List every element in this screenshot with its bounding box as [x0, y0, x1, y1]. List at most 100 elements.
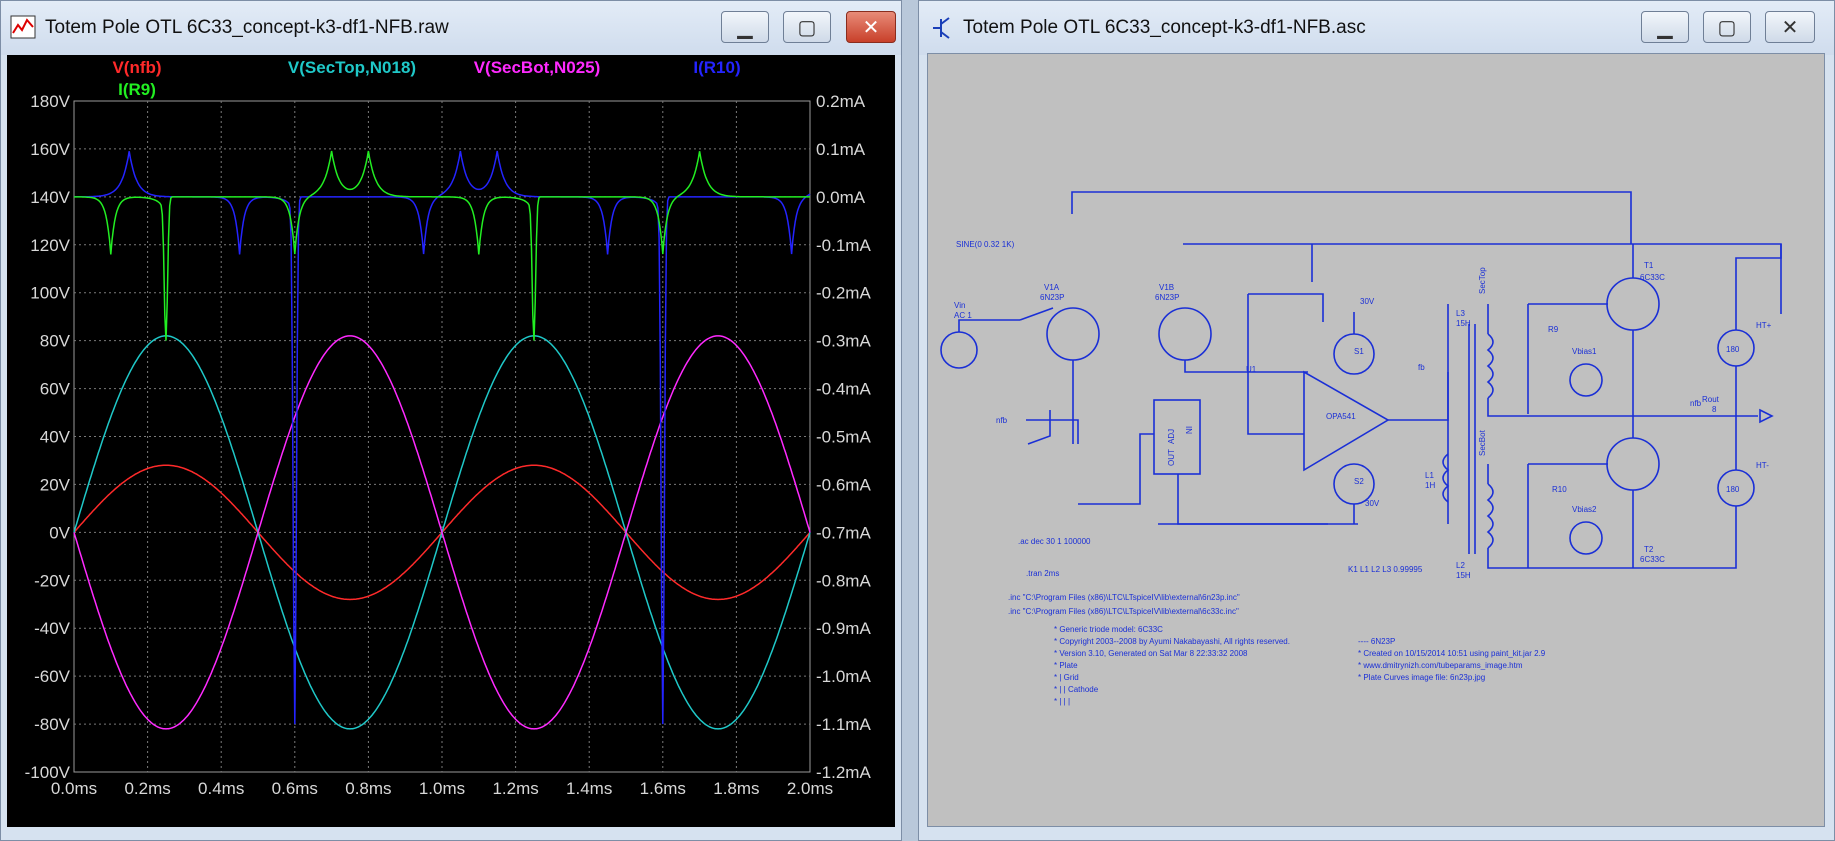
- schematic-label: .tran 2ms: [1026, 569, 1059, 578]
- legend-entry: I(R10): [693, 58, 740, 77]
- x-tick-label: 1.4ms: [566, 779, 612, 798]
- schematic-label: IN: [1184, 426, 1193, 434]
- schematic-label: * Plate: [1054, 661, 1078, 670]
- chart-grid: [73, 100, 811, 773]
- schematic-label: R10: [1552, 485, 1567, 494]
- right-tick-label: -0.4mA: [816, 380, 871, 399]
- schematic-label: .ac dec 30 1 100000: [1018, 537, 1091, 546]
- left-tick-label: -100V: [25, 763, 71, 782]
- schematic-label: * | | Cathode: [1054, 685, 1099, 694]
- schematic-label: 6C33C: [1640, 273, 1665, 282]
- schematic-label: SecBot: [1478, 429, 1487, 456]
- right-tick-label: 0.0mA: [816, 188, 866, 207]
- right-tick-label: 0.2mA: [816, 92, 866, 111]
- schematic-label: L2: [1456, 561, 1465, 570]
- legend-entry: I(R9): [118, 80, 156, 99]
- schematic-label: ADJ: [1167, 429, 1176, 444]
- schematic-label: Vin: [954, 301, 965, 310]
- left-tick-label: 0V: [49, 523, 70, 542]
- x-tick-label: 0.4ms: [198, 779, 244, 798]
- schematic-titlebar[interactable]: Totem Pole OTL 6C33_concept-k3-df1-NFB.a…: [919, 1, 1834, 55]
- left-tick-label: -80V: [34, 715, 71, 734]
- schematic-label: ---- 6N23P: [1358, 637, 1395, 646]
- left-tick-label: 40V: [40, 428, 71, 447]
- plot-window-title: Totem Pole OTL 6C33_concept-k3-df1-NFB.r…: [45, 17, 449, 38]
- schematic-label: * Copyright 2003--2008 by Ayumi Nakabaya…: [1054, 637, 1290, 646]
- schematic-label: L3: [1456, 309, 1465, 318]
- plot-close-button[interactable]: ✕: [846, 11, 896, 43]
- x-tick-label: 0.6ms: [272, 779, 318, 798]
- schematic-label: S1: [1354, 347, 1364, 356]
- schematic-label: * | | |: [1054, 697, 1070, 706]
- schematic-label: fb: [1418, 363, 1425, 372]
- schematic-label: 1H: [1425, 481, 1435, 490]
- schematic-canvas[interactable]: SINE(0 0.32 1K) Vin AC 1 V1A 6N23P V1B 6…: [927, 53, 1825, 827]
- x-tick-label: 0.2ms: [124, 779, 170, 798]
- left-tick-label: 80V: [40, 332, 71, 351]
- right-tick-label: -1.2mA: [816, 763, 871, 782]
- schematic-label: R9: [1548, 325, 1559, 334]
- plot-maximize-button[interactable]: ▢: [783, 11, 831, 43]
- schematic-label: 30V: [1360, 297, 1375, 306]
- schematic-label: 6N23P: [1155, 293, 1179, 302]
- schematic-label: * Created on 10/15/2014 10:51 using pain…: [1358, 649, 1546, 658]
- x-tick-label: 1.8ms: [713, 779, 759, 798]
- chart-legend: V(nfb)V(SecTop,N018)V(SecBot,N025)I(R10)…: [112, 58, 740, 99]
- schematic-label: * Generic triode model: 6C33C: [1054, 625, 1163, 634]
- schematic-label: V1B: [1159, 283, 1174, 292]
- schematic-label: SINE(0 0.32 1K): [956, 240, 1015, 249]
- waveform-icon: [10, 15, 36, 39]
- schematic-label: OUT: [1167, 449, 1176, 466]
- right-tick-label: -1.1mA: [816, 715, 871, 734]
- schematic-label: HT-: [1756, 461, 1769, 470]
- schematic-maximize-button[interactable]: ▢: [1703, 11, 1751, 43]
- left-tick-label: -40V: [34, 619, 71, 638]
- schematic-label: Rout: [1702, 395, 1720, 404]
- left-tick-label: 100V: [30, 284, 70, 303]
- left-tick-label: 60V: [40, 380, 71, 399]
- schematic-drawing[interactable]: SINE(0 0.32 1K) Vin AC 1 V1A 6N23P V1B 6…: [928, 54, 1824, 826]
- right-tick-label: -1.0mA: [816, 667, 871, 686]
- legend-entry: V(nfb): [112, 58, 161, 77]
- schematic-label: 6C33C: [1640, 555, 1665, 564]
- schematic-label: K1 L1 L2 L3 0.99995: [1348, 565, 1423, 574]
- schematic-label: .inc "C:\Program Files (x86)\LTC\LTspice…: [1008, 607, 1239, 616]
- x-tick-label: 1.2ms: [492, 779, 538, 798]
- x-tick-label: 0.0ms: [51, 779, 97, 798]
- schematic-label: 8: [1712, 405, 1717, 414]
- schematic-minimize-button[interactable]: ▁: [1641, 11, 1689, 43]
- schematic-label: Vbias2: [1572, 505, 1597, 514]
- schematic-label: Vbias1: [1572, 347, 1597, 356]
- right-tick-label: -0.7mA: [816, 523, 871, 542]
- schematic-label: * Plate Curves image file: 6n23p.jpg: [1358, 673, 1485, 682]
- schematic-label: 180: [1726, 345, 1740, 354]
- trace-i-r9-: [74, 150, 810, 341]
- right-tick-label: -0.8mA: [816, 571, 871, 590]
- right-tick-label: -0.3mA: [816, 332, 871, 351]
- left-tick-label: -60V: [34, 667, 71, 686]
- schematic-label: nfb: [1690, 399, 1702, 408]
- right-tick-label: -0.2mA: [816, 284, 871, 303]
- schematic-label: 15H: [1456, 571, 1471, 580]
- schematic-window: Totem Pole OTL 6C33_concept-k3-df1-NFB.a…: [918, 0, 1835, 841]
- schematic-label: 15H: [1456, 319, 1471, 328]
- left-tick-label: 120V: [30, 236, 70, 255]
- plot-minimize-button[interactable]: ▁: [721, 11, 769, 43]
- legend-entry: V(SecBot,N025): [474, 58, 601, 77]
- x-tick-label: 1.0ms: [419, 779, 465, 798]
- x-tick-label: 1.6ms: [640, 779, 686, 798]
- schematic-label: AC 1: [954, 311, 972, 320]
- left-tick-label: 140V: [30, 188, 70, 207]
- left-tick-label: 20V: [40, 475, 71, 494]
- schematic-label: V1A: [1044, 283, 1060, 292]
- left-tick-label: 160V: [30, 140, 70, 159]
- trace-v-secbot-n025-: [73, 335, 811, 730]
- right-tick-label: 0.1mA: [816, 140, 866, 159]
- schematic-label: * Version 3.10, Generated on Sat Mar 8 2…: [1054, 649, 1248, 658]
- schematic-label: HT+: [1756, 321, 1772, 330]
- schematic-label: S2: [1354, 477, 1364, 486]
- schematic-close-button[interactable]: ✕: [1765, 11, 1815, 43]
- plot-window: Totem Pole OTL 6C33_concept-k3-df1-NFB.r…: [0, 0, 902, 841]
